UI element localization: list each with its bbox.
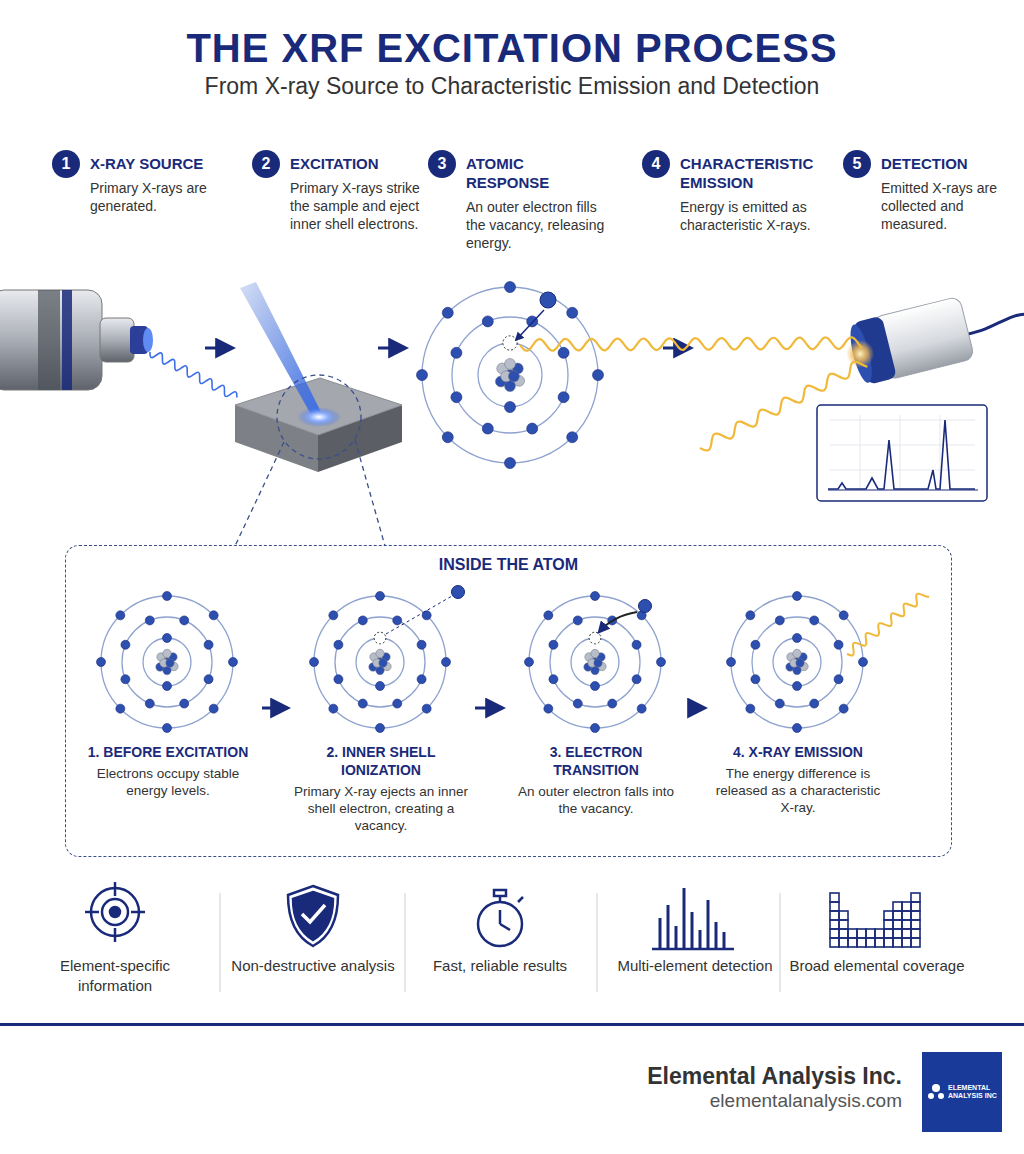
- atom-figure: [97, 592, 238, 733]
- step-number: 1: [52, 150, 80, 178]
- logo-text: ELEMENTAL ANALYSIS INC: [948, 1084, 1000, 1100]
- spectrum-plot: [817, 405, 987, 501]
- xray-wave: [700, 362, 867, 451]
- step-body: Primary X-rays are generated.: [90, 179, 230, 215]
- process-step: 2 EXCITATION Primary X-rays strike the sam…: [252, 150, 432, 233]
- detail-panel: INSIDE THE ATOM 1. BEFORE EXCITATION Elect…: [65, 545, 952, 857]
- process-arrow: [205, 347, 690, 350]
- diagram-title: THE XRF EXCITATION PROCESS: [0, 26, 1024, 71]
- feature-label: Multi-element detection: [605, 956, 785, 976]
- step-heading: CHARACTERISTIC EMISSION: [680, 150, 822, 192]
- subtitle: From X-ray Source to Characteristic Emis…: [0, 73, 1024, 100]
- process-step: 3 ATOMIC RESPONSE An outer electron fills …: [428, 150, 608, 252]
- divider: [220, 893, 780, 992]
- step-number: 5: [843, 150, 871, 178]
- xray-tube: [0, 290, 153, 390]
- stage-body: Primary X-ray ejects an inner shell elec…: [293, 783, 469, 834]
- flow-arrow: [475, 707, 502, 710]
- stage-box: 3. ELECTRON TRANSITION An outer electron …: [508, 591, 684, 817]
- step-number: 4: [642, 150, 670, 178]
- company-url: elementalanalysis.com: [540, 1090, 902, 1112]
- step-body: Energy is emitted as characteristic X-ra…: [680, 198, 820, 234]
- atom-figure: [525, 592, 666, 733]
- step-number: 3: [428, 150, 456, 178]
- stage-body: Electrons occupy stable energy levels.: [80, 765, 256, 799]
- step-heading: X-RAY SOURCE: [90, 150, 232, 173]
- xray-wave: [847, 594, 929, 656]
- step-body: Primary X-rays strike the sample and eje…: [290, 179, 430, 233]
- flow-arrow: [262, 707, 287, 710]
- feature-label: Fast, reliable results: [410, 956, 590, 976]
- atom-figure: [310, 586, 465, 733]
- feature-icon: [85, 882, 920, 949]
- stage-heading: 3. ELECTRON TRANSITION: [508, 743, 684, 779]
- panel-heading: INSIDE THE ATOM: [66, 556, 951, 574]
- atom-figure: [727, 592, 868, 733]
- step-body: Emitted X-rays are collected and measure…: [881, 179, 1021, 233]
- stage-heading: 4. X-RAY EMISSION: [710, 743, 886, 761]
- feature-label: Element-specific information: [25, 956, 205, 996]
- xray-wave: [150, 352, 237, 397]
- process-step: 1 X-RAY SOURCE Primary X-rays are generate…: [52, 150, 232, 215]
- process-step: 4 CHARACTERISTIC EMISSION Energy is emitte…: [642, 150, 822, 234]
- atom-figure: [417, 282, 604, 469]
- step-heading: ATOMIC RESPONSE: [466, 150, 608, 192]
- flow-arrow: [690, 707, 704, 710]
- stage-box: 4. X-RAY EMISSION The energy difference i…: [710, 591, 886, 816]
- logo: [922, 1052, 1002, 1132]
- xray-wave: [520, 337, 862, 350]
- stage-heading: 1. BEFORE EXCITATION: [80, 743, 256, 761]
- footer-rule: [0, 1023, 1024, 1026]
- feature-label: Broad elemental coverage: [787, 956, 967, 976]
- detector: [839, 281, 1024, 388]
- step-heading: DETECTION: [881, 150, 1023, 173]
- stage-body: An outer electron falls into the vacancy…: [508, 783, 684, 817]
- process-step: 5 DETECTION Emitted X-rays are collected a…: [843, 150, 1023, 233]
- step-number: 2: [252, 150, 280, 178]
- stage-heading: 2. INNER SHELL IONIZATION: [293, 743, 469, 779]
- stage-box: 1. BEFORE EXCITATION Electrons occupy sta…: [80, 591, 256, 799]
- company-name: Elemental Analysis Inc.: [540, 1063, 902, 1090]
- step-heading: EXCITATION: [290, 150, 432, 173]
- panel-heading-text: INSIDE THE ATOM: [431, 556, 586, 573]
- sample-block: [235, 282, 402, 546]
- feature-label: Non-destructive analysis: [223, 956, 403, 976]
- stage-body: The energy difference is released as a c…: [710, 765, 886, 816]
- step-body: An outer electron fills the vacancy, rel…: [466, 198, 606, 252]
- stage-box: 2. INNER SHELL IONIZATION Primary X-ray e…: [293, 591, 469, 834]
